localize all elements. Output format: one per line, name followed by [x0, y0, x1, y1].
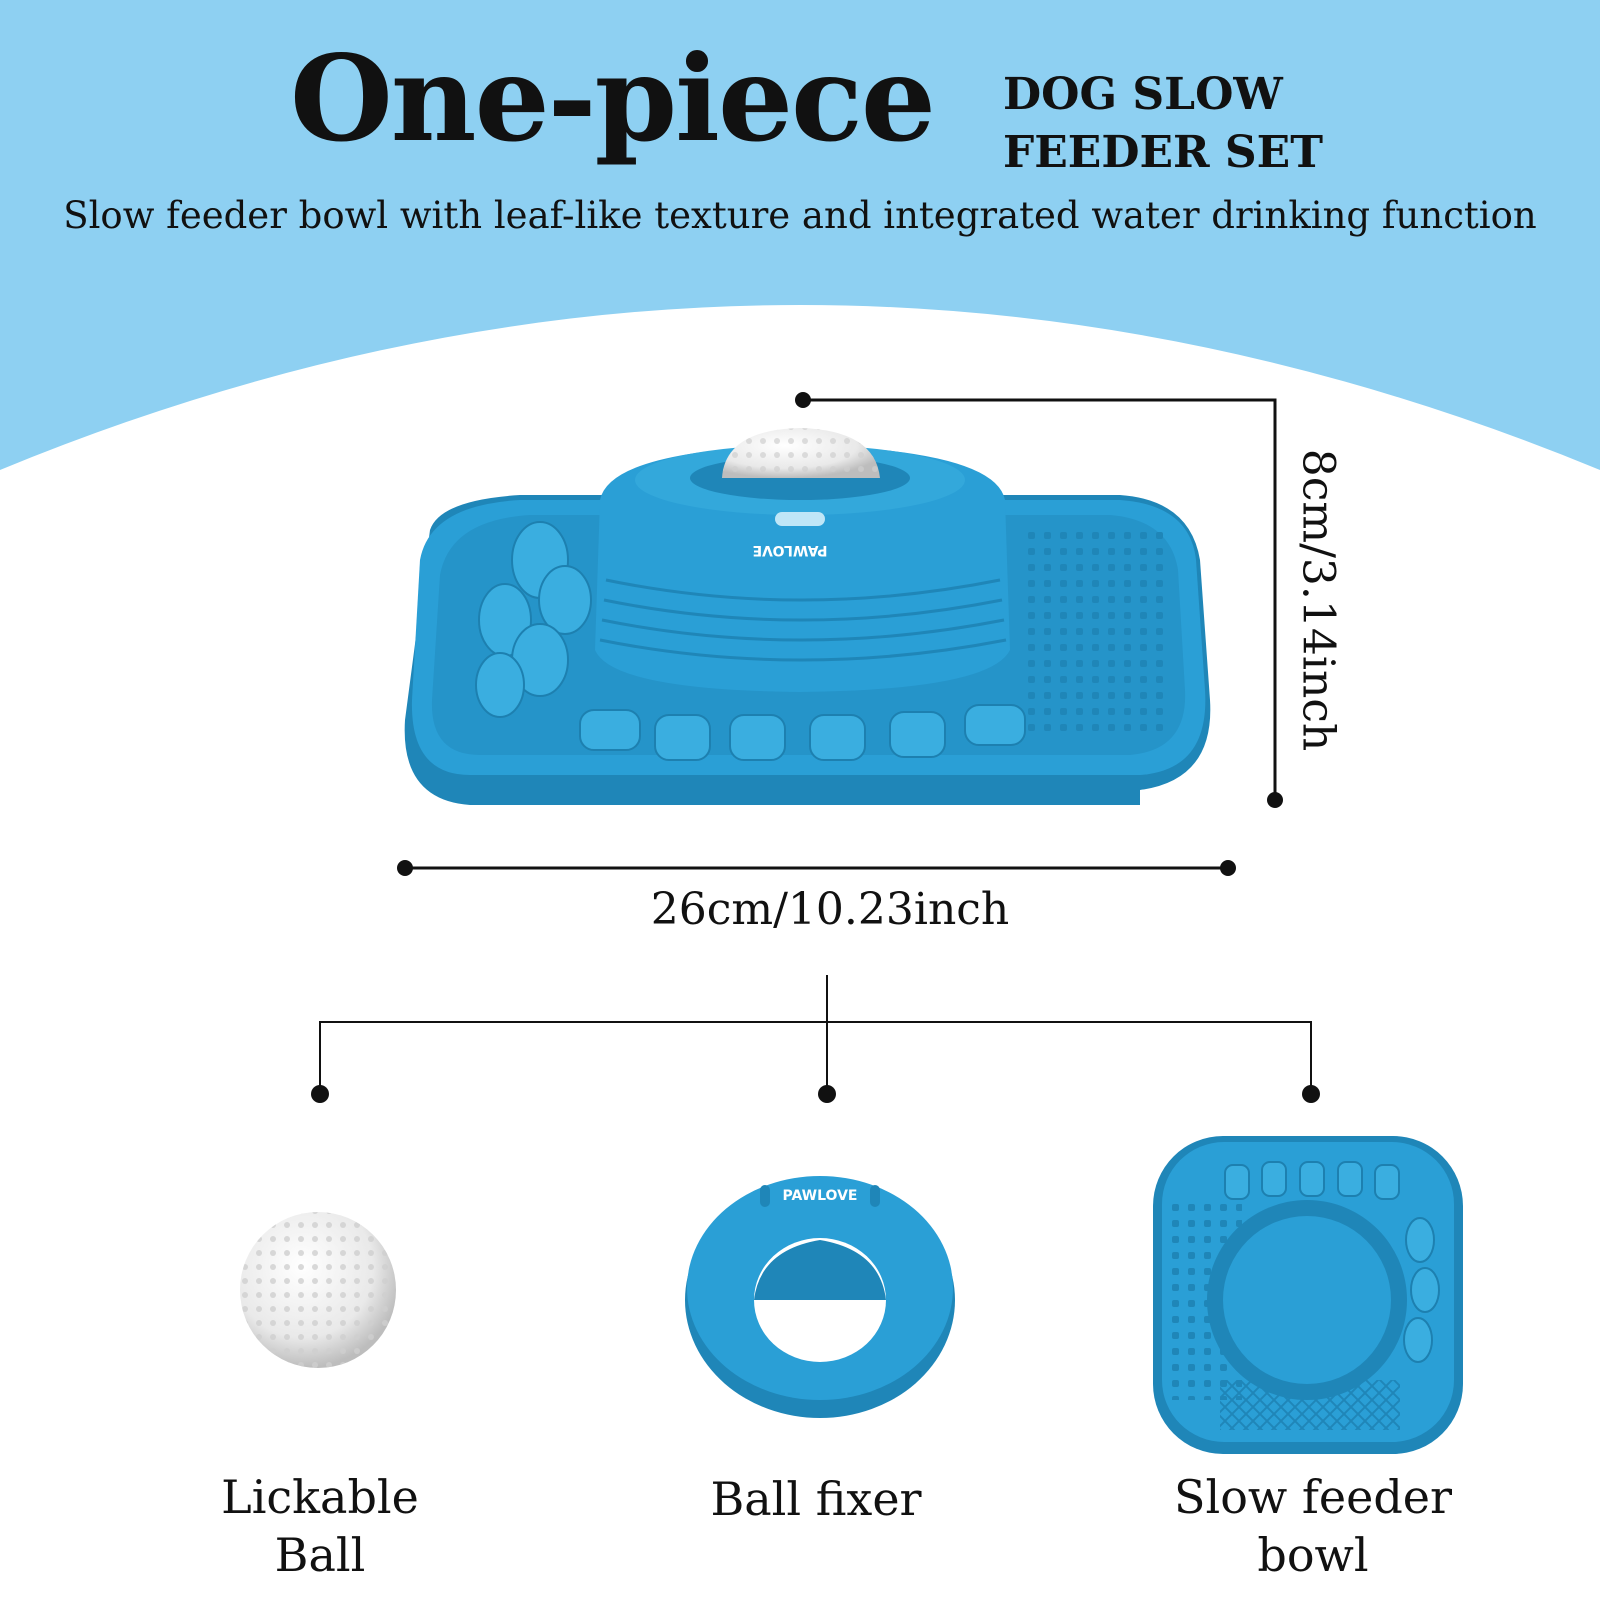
connector-dot-fixer [818, 1085, 836, 1103]
part-label-fixer: Ball fixer [636, 1470, 996, 1528]
height-line-start-dot [795, 392, 811, 408]
subtitle-line-1: DOG SLOW [1003, 69, 1283, 120]
part-label-line-1: Slow feeder [1173, 1470, 1453, 1524]
parts-connector-tree [319, 975, 1312, 1093]
part-label-line-2: Ball [274, 1528, 366, 1582]
ball-fixer-image: PAWLOVE [685, 1176, 955, 1418]
part-label-line-1: Ball fixer [710, 1472, 922, 1526]
part-label-line-1: Lickable [221, 1470, 419, 1524]
connector-dot-bowl [1302, 1085, 1320, 1103]
fixer-brand-mark: PAWLOVE [783, 1188, 858, 1204]
page-title: One-piece [290, 29, 936, 168]
width-dimension-line [397, 860, 1236, 876]
height-dimension-line [803, 398, 1277, 800]
svg-text:PAWLOVE: PAWLOVE [753, 542, 828, 558]
slow-feeder-bowl-image [1153, 1136, 1463, 1454]
part-label-ball: Lickable Ball [140, 1468, 500, 1584]
product-subtitle: DOG SLOW FEEDER SET [1003, 66, 1423, 182]
part-label-line-2: bowl [1257, 1528, 1369, 1582]
part-label-bowl: Slow feeder bowl [1133, 1468, 1493, 1584]
connector-dot-ball [311, 1085, 329, 1103]
header-background [0, 0, 1600, 470]
width-label: 26cm/10.23inch [650, 884, 1010, 935]
height-label: 8cm/3.14inch [1292, 448, 1344, 752]
tagline: Slow feeder bowl with leaf-like texture … [63, 194, 1537, 237]
lickable-ball-image [240, 1212, 396, 1368]
subtitle-line-2: FEEDER SET [1003, 127, 1323, 178]
height-line-end-dot [1267, 792, 1283, 808]
assembled-feeder-image: PAWLOVE [404, 428, 1211, 805]
